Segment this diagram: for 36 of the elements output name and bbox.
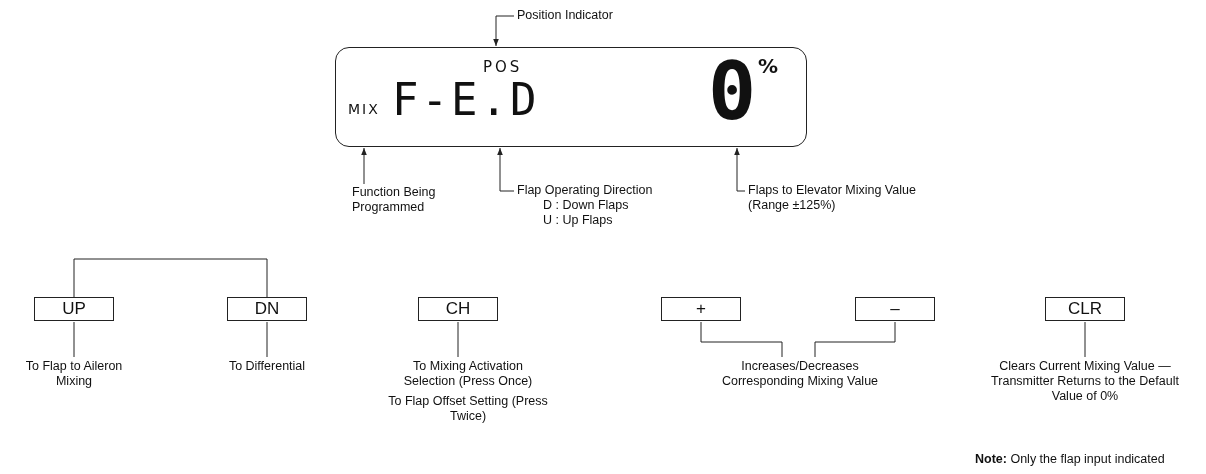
description-text: To Differential [207,359,327,374]
description-text: To Mixing Activation Selection (Press Once) [402,359,534,389]
segment-display-text: F-E.D [392,78,540,122]
leader-arrow [493,15,515,47]
percent-sign: % [758,56,779,76]
callout-text: Flaps to Elevator Mixing Value (Range ±125%) [748,183,928,213]
callout-text: D : Down Flaps [542,198,630,213]
key-button: UP [34,297,114,321]
leader-arrow [734,147,746,192]
connector-line [457,321,459,358]
key-button: + [661,297,741,321]
leader-arrow [361,147,367,185]
key-button: CLR [1045,297,1125,321]
callout-text: U : Up Flaps [542,213,614,228]
lcd-display [335,47,807,147]
leader-arrow [497,147,515,192]
connector-line [700,321,783,358]
connector-line [73,321,75,358]
connector-line [266,321,268,358]
description-text: Increases/Decreases Corresponding Mixing Value [718,359,882,389]
description-text: Clears Current Mixing Value — Transmitter Returns to the Default Value of 0% [980,359,1190,404]
callout-heading: Flap Operating Direction [517,183,654,198]
description-text: To Flap Offset Setting (Press Twice) [388,394,548,424]
key-button: – [855,297,935,321]
connector-line [1084,321,1086,358]
callout-text: Position Indicator [517,8,657,23]
callout-text: Function Being Programmed [352,185,452,215]
function-text: MIX [348,102,380,116]
description-text: To Flap to Aileron Mixing [14,359,134,389]
key-button: CH [418,297,498,321]
connector-line [814,321,896,358]
note-text: Note: Only the flap input indicated [975,452,1165,466]
key-button: DN [227,297,307,321]
connector-line [73,258,268,298]
segment-display-value: 0 [708,52,757,132]
position-indicator-text: POS [483,60,523,75]
